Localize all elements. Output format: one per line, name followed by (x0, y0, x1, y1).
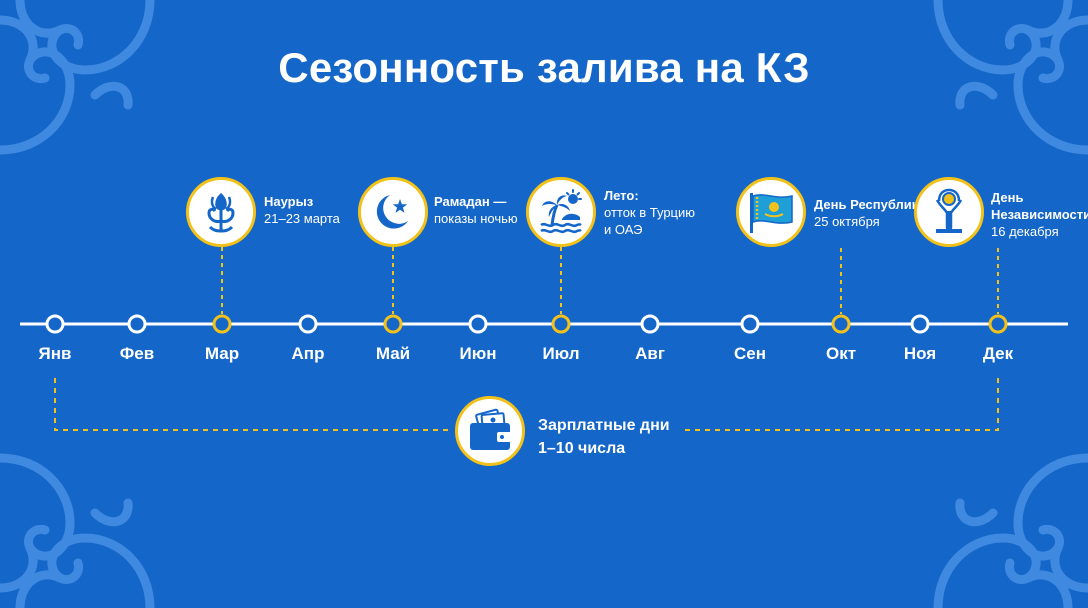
event-subtitle-ramadan: показы ночью (434, 211, 518, 226)
month-dot-5 (468, 314, 488, 334)
page-title: Сезонность залива на КЗ (278, 44, 810, 91)
kazakhstan-flag-icon (736, 177, 806, 247)
event-title-nauryz: Наурыз (264, 194, 314, 209)
month-label-sep: Сен (734, 344, 766, 363)
month-dot-7 (640, 314, 660, 334)
month-label-dec: Дек (982, 344, 1014, 363)
month-label-jun: Июн (459, 344, 497, 363)
month-dot-9 (831, 314, 851, 334)
month-dot-4 (383, 314, 403, 334)
wallet-money-icon (455, 396, 525, 466)
event-subtitle-summer: отток в Турцию (604, 205, 696, 220)
month-label-nov: Ноя (903, 344, 937, 363)
event-label-ramadan: Рамадан — показы ночью (434, 193, 518, 227)
event-subtitle-nauryz: 21–23 марта (264, 211, 340, 226)
event-label-nauryz: Наурыз 21–23 марта (264, 193, 340, 227)
palm-beach-icon (526, 177, 596, 247)
event-label-summer: Лето: отток в Турцию и ОАЭ (604, 187, 695, 238)
month-label-mar: Мар (204, 344, 240, 363)
ornament-bottom-left (0, 453, 155, 608)
salary-days-subtitle: 1–10 числа (538, 440, 626, 457)
month-dot-1 (127, 314, 147, 334)
month-dot-6 (551, 314, 571, 334)
ornament-top-left (0, 0, 155, 155)
month-label-may: Май (375, 344, 411, 363)
month-label-jul: Июл (542, 344, 580, 363)
month-label-feb: Фев (119, 344, 155, 363)
event-title-republic-day: День Республики (814, 197, 927, 212)
month-dot-0 (45, 314, 65, 334)
event-title-summer: Лето: (604, 188, 639, 203)
event-title-ramadan: Рамадан — (434, 194, 507, 209)
ornament-bottom-right (933, 453, 1088, 608)
baiterek-tower-icon (914, 177, 984, 247)
event-subtitle-independence-day: Независимости (991, 207, 1088, 222)
month-dot-11 (988, 314, 1008, 334)
event-label-independence-day: День Независимости 16 декабря (991, 189, 1088, 240)
month-dot-2 (212, 314, 232, 334)
month-label-jan: Янв (38, 344, 72, 363)
salary-days-label: Зарплатные дни 1–10 числа (538, 414, 670, 460)
tulip-icon (186, 177, 256, 247)
event-title-independence-day: День (991, 190, 1024, 205)
salary-bracket-right (680, 378, 999, 431)
month-dot-3 (298, 314, 318, 334)
month-label-oct: Окт (825, 344, 857, 363)
month-dot-10 (910, 314, 930, 334)
month-label-aug: Авг (635, 344, 665, 363)
event-subtitle2-summer: и ОАЭ (604, 222, 643, 237)
event-subtitle-republic-day: 25 октября (814, 214, 880, 229)
event-subtitle2-independence-day: 16 декабря (991, 224, 1059, 239)
crescent-star-icon (358, 177, 428, 247)
month-label-apr: Апр (291, 344, 325, 363)
salary-days-title: Зарплатные дни (538, 417, 670, 434)
ornament-top-right (933, 0, 1088, 155)
salary-bracket-left (54, 378, 448, 431)
month-dot-8 (740, 314, 760, 334)
event-label-republic-day: День Республики 25 октября (814, 196, 926, 230)
